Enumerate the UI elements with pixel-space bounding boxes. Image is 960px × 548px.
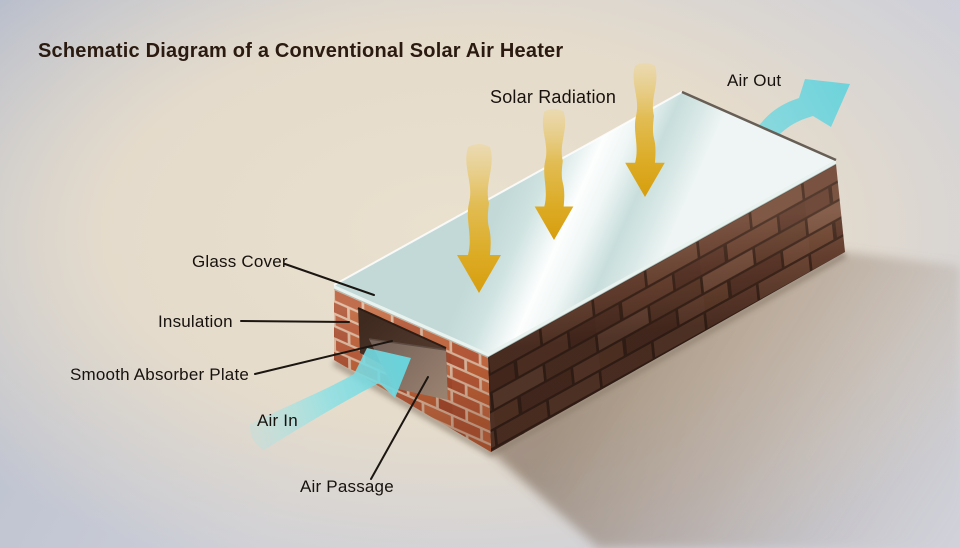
air-passage-leader-line xyxy=(370,376,429,480)
ground-shadow xyxy=(491,252,960,548)
glass-back-highlight xyxy=(333,91,683,286)
opening-top-edge xyxy=(357,307,447,349)
heater-box xyxy=(333,90,845,452)
air-in-arrow xyxy=(249,348,411,450)
glass-cover-surface xyxy=(334,92,836,353)
label-solar-radiation: Solar Radiation xyxy=(490,87,617,107)
contact-shadow xyxy=(332,250,847,458)
glass-cover-leader-line xyxy=(284,263,375,296)
label-air-passage: Air Passage xyxy=(300,477,394,496)
glass-back-right-edge xyxy=(681,90,837,162)
glass-edge-line xyxy=(333,163,837,358)
front-brick-wall-shading xyxy=(488,164,845,452)
label-air-out: Air Out xyxy=(727,71,782,90)
leader-lines xyxy=(240,263,429,480)
label-glass-cover: Glass Cover xyxy=(192,252,288,271)
label-absorber-plate: Smooth Absorber Plate xyxy=(70,365,250,384)
page-title: Schematic Diagram of a Conventional Sola… xyxy=(38,40,564,62)
label-insulation: Insulation xyxy=(158,312,233,331)
absorber-plate-leader-line xyxy=(254,340,393,375)
absorber-plate-edge xyxy=(368,338,447,351)
insulation-leader-line xyxy=(240,320,350,323)
label-air-in: Air In xyxy=(257,411,298,430)
